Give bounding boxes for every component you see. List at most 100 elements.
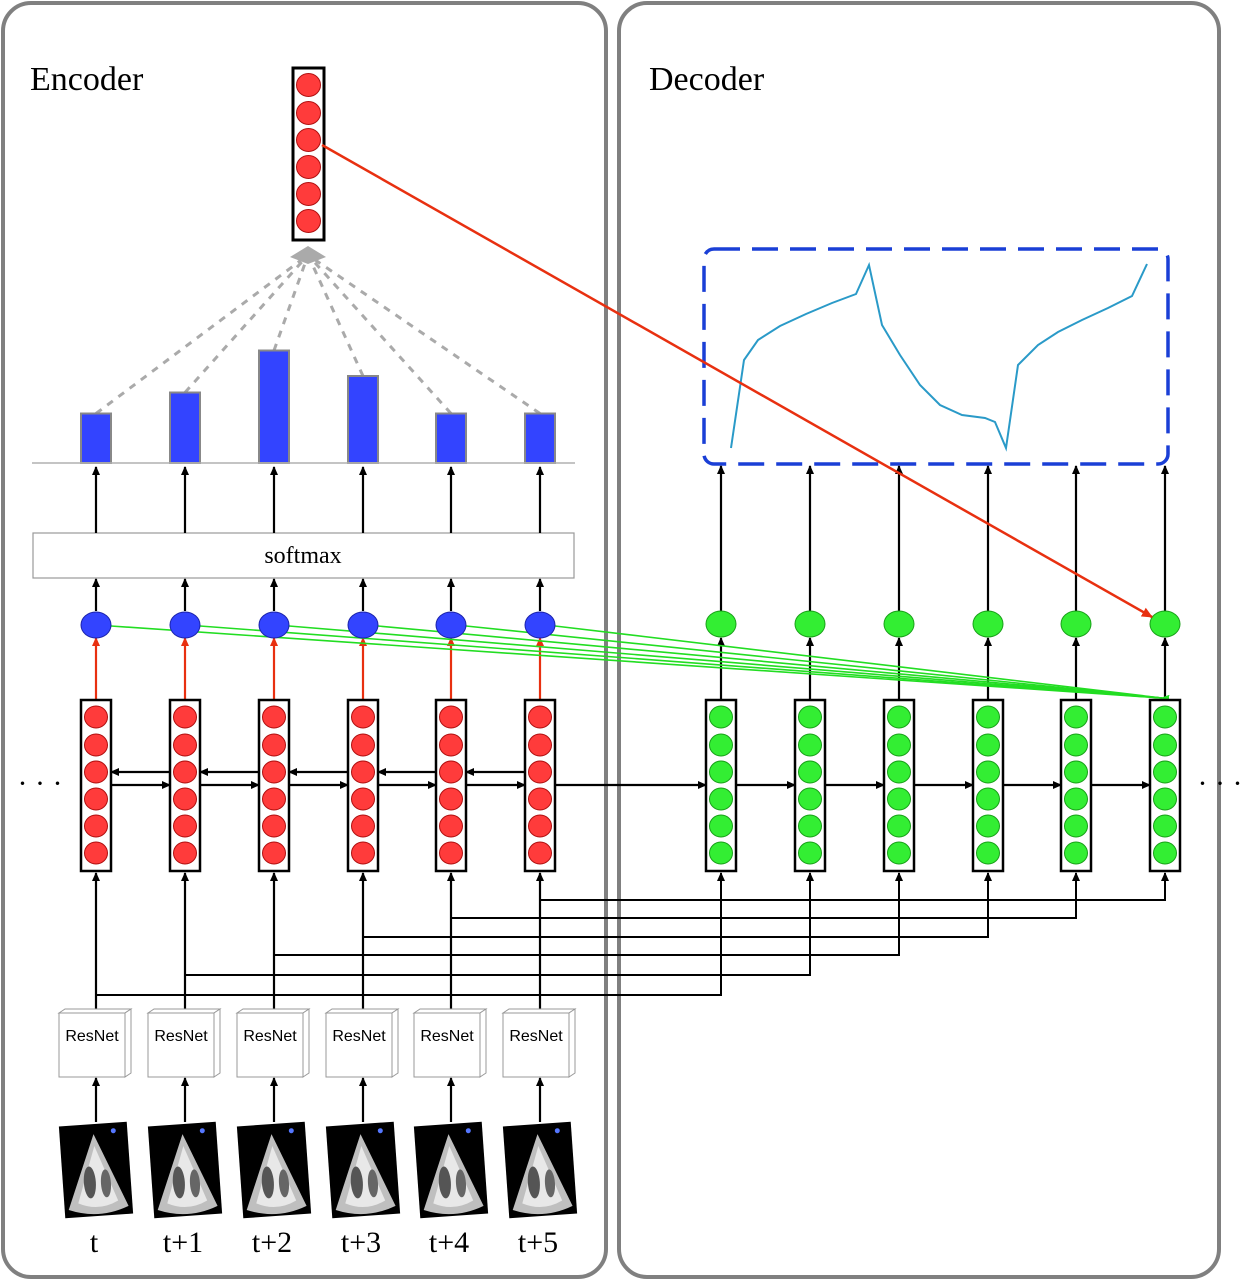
hidden-unit	[798, 760, 822, 784]
hidden-unit	[262, 841, 286, 865]
hidden-unit	[528, 760, 552, 784]
hidden-unit	[1064, 787, 1088, 811]
resnet-label: ResNet	[332, 1028, 386, 1045]
resnet-label: ResNet	[420, 1028, 474, 1045]
hidden-unit	[173, 841, 197, 865]
hidden-unit	[528, 733, 552, 757]
attention-dash	[306, 254, 365, 377]
hidden-unit	[709, 733, 733, 757]
hidden-unit	[528, 787, 552, 811]
hidden-unit	[976, 787, 1000, 811]
attention-bar	[347, 375, 379, 464]
hidden-unit	[798, 705, 822, 729]
hidden-unit	[709, 787, 733, 811]
attention-links	[110, 625, 1170, 703]
time-label: t+1	[163, 1226, 203, 1259]
encoder-hidden-states	[79, 698, 557, 873]
recurrent-arrows	[110, 768, 1151, 789]
attention-link	[110, 625, 1170, 702]
decoder-output-node	[1149, 610, 1181, 638]
hidden-unit	[262, 787, 286, 811]
time-label: t+5	[518, 1226, 558, 1259]
hidden-unit	[887, 733, 911, 757]
decoder-output-node	[1060, 610, 1092, 638]
hidden-unit	[976, 841, 1000, 865]
hidden-unit	[887, 760, 911, 784]
hidden-unit	[1064, 760, 1088, 784]
hidden-unit	[1153, 733, 1177, 757]
hidden-unit	[173, 733, 197, 757]
context-unit	[296, 182, 321, 206]
ultrasound-frame	[147, 1121, 223, 1219]
softmax-box	[32, 532, 575, 579]
hidden-unit	[173, 787, 197, 811]
hidden-unit	[887, 841, 911, 865]
attention-bar	[524, 412, 556, 464]
skip-connection	[451, 872, 1080, 919]
attention-bar	[80, 412, 112, 464]
hidden-unit	[84, 760, 108, 784]
softmax-label: softmax	[264, 543, 341, 569]
ultrasound-frames	[58, 1121, 578, 1219]
attention-bar	[258, 349, 290, 464]
context-unit	[296, 209, 321, 233]
hidden-unit	[798, 841, 822, 865]
hidden-unit	[798, 787, 822, 811]
skip-connection	[274, 872, 903, 956]
hidden-unit	[798, 733, 822, 757]
attention-pooling-lines	[95, 253, 541, 415]
time-label: t+3	[341, 1226, 381, 1259]
decoder-state-column	[704, 698, 738, 873]
hidden-unit	[976, 760, 1000, 784]
attention-link	[377, 625, 1170, 703]
hidden-unit	[709, 814, 733, 838]
time-label: t+4	[429, 1226, 469, 1259]
hidden-unit	[262, 760, 286, 784]
hidden-unit	[1153, 760, 1177, 784]
skip-connection	[363, 872, 992, 938]
hidden-unit	[351, 841, 375, 865]
hidden-unit	[173, 760, 197, 784]
hidden-unit	[887, 705, 911, 729]
hidden-unit	[84, 841, 108, 865]
decoder-output-nodes	[705, 610, 1181, 638]
decoder-state-column	[1148, 698, 1182, 873]
decoder-state-column	[971, 698, 1005, 873]
output-waveform	[730, 261, 1148, 452]
ultrasound-frame	[502, 1121, 578, 1219]
context-arrow	[321, 143, 1153, 619]
context-unit	[296, 155, 321, 179]
resnet-label: ResNet	[65, 1028, 119, 1045]
attention-link	[554, 625, 1170, 703]
encoder-title: Encoder	[30, 61, 144, 98]
resnet-label: ResNet	[243, 1028, 297, 1045]
hidden-unit	[528, 841, 552, 865]
hidden-unit	[1153, 814, 1177, 838]
decoder-state-column	[1059, 698, 1093, 873]
right-ellipsis: · · ·	[1198, 767, 1243, 800]
time-label: t	[90, 1226, 99, 1259]
hidden-unit	[1064, 705, 1088, 729]
context-vector	[291, 66, 326, 242]
ultrasound-frame	[58, 1121, 134, 1219]
hidden-unit	[173, 814, 197, 838]
hidden-unit	[1064, 814, 1088, 838]
attention-link	[288, 625, 1170, 703]
context-unit	[296, 73, 321, 97]
attention-score-nodes	[80, 611, 556, 639]
hidden-unit	[439, 705, 463, 729]
decoder-panel	[617, 1, 1221, 1279]
hidden-unit	[976, 814, 1000, 838]
decoder-state-column	[793, 698, 827, 873]
hidden-unit	[262, 814, 286, 838]
hidden-unit	[262, 705, 286, 729]
decoder-title: Decoder	[649, 61, 765, 98]
attention-dash	[306, 253, 453, 415]
hidden-unit	[84, 814, 108, 838]
decoder-state-column	[882, 698, 916, 873]
attention-dash	[272, 254, 310, 352]
decoder-output-node	[794, 610, 826, 638]
decoder-output-node	[972, 610, 1004, 638]
encoder-state-column	[523, 698, 557, 873]
